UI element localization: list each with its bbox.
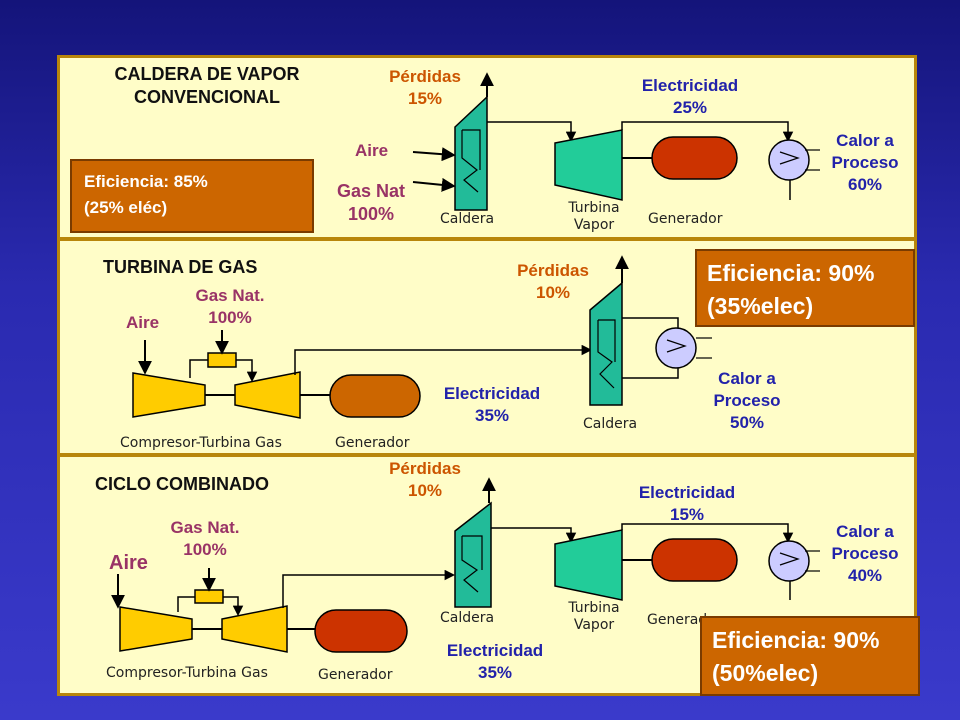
section3-boiler-label: Caldera — [440, 610, 495, 626]
turbine-label-line1: Turbina — [568, 200, 620, 216]
gas-label: Gas Nat. — [170, 518, 240, 537]
electricity-value: 35% — [477, 663, 513, 683]
section3-electricity-top: Electricidad 15% — [617, 482, 757, 526]
section1-generator-label: Generador — [648, 211, 723, 227]
losses-label: Pérdidas — [389, 459, 461, 478]
section2-electricity: Electricidad 35% — [422, 383, 562, 427]
heat-value: 50% — [729, 413, 765, 433]
turbine-label-line2: Vapor — [573, 216, 615, 233]
steam-turbine — [554, 529, 623, 601]
steam-line — [487, 121, 577, 143]
section3-compressor-label: Compresor-Turbina Gas — [106, 665, 268, 681]
section2-efficiency-line2: (35%elec) — [707, 293, 814, 320]
heat-label-line2: Proceso — [713, 391, 781, 411]
boiler-shape — [454, 501, 492, 608]
gas-value: 100% — [347, 204, 395, 225]
electricity-value: 25% — [672, 98, 708, 118]
electricity-label: Electricidad — [443, 384, 541, 403]
losses-value: 10% — [407, 481, 443, 501]
electricity-value: 15% — [669, 505, 705, 525]
section3-turbine-label: Turbina Vapor — [558, 600, 630, 634]
section1-turbine-label: Turbina Vapor — [558, 200, 630, 234]
section3-generator-right-label: Generad — [647, 612, 708, 628]
gas-turbine — [234, 371, 301, 419]
electricity-label: Electricidad — [638, 483, 736, 502]
gas-value: 100% — [208, 308, 252, 328]
gas-value: 100% — [183, 540, 227, 560]
section3-efficiency-box: Eficiencia: 90% (50%elec) — [700, 616, 920, 696]
heat-value: 40% — [847, 566, 883, 586]
electricity-label: Electricidad — [446, 641, 544, 660]
section2-boiler-label: Caldera — [583, 416, 638, 432]
section1-efficiency-line1: Eficiencia: 85% — [84, 172, 208, 191]
heat-label-line1: Calor a — [836, 522, 894, 541]
combustor — [207, 352, 237, 368]
boiler-shape — [454, 95, 488, 211]
electricity-label: Electricidad — [641, 76, 739, 95]
section3-gas: Gas Nat. 100% — [150, 517, 260, 561]
heat-exchanger — [768, 139, 810, 181]
section3-efficiency-line1: Eficiencia: 90% — [712, 627, 880, 653]
turbine-label-line1: Turbina — [568, 600, 620, 616]
generator — [329, 374, 421, 418]
gas-arrow — [412, 177, 456, 192]
heat-exchanger — [768, 540, 810, 582]
section3-title: CICLO COMBINADO — [95, 474, 269, 494]
section2-generator-label: Generador — [335, 435, 410, 451]
steam-turbine — [554, 129, 623, 201]
turbine-label-line2: Vapor — [573, 616, 615, 633]
section1-air-label: Aire — [355, 141, 389, 160]
section1-efficiency-box: Eficiencia: 85% (25% eléc) — [70, 159, 314, 233]
section1-efficiency-line2: (25% eléc) — [84, 198, 168, 218]
generator — [651, 538, 738, 582]
section3-electricity-bottom: Electricidad 35% — [425, 640, 565, 684]
section3-air-label: Aire — [109, 552, 148, 574]
heat-label-line2: Proceso — [831, 153, 899, 173]
section1-title-line2: CONVENCIONAL — [133, 87, 280, 108]
combustor — [194, 589, 224, 604]
section3-generator-left-label: Generador — [318, 667, 393, 683]
section1-electricity: Electricidad 25% — [620, 75, 760, 119]
boiler-shape — [589, 281, 623, 406]
compressor — [132, 372, 206, 418]
boiler-coil — [461, 130, 479, 193]
section2-efficiency-box: Eficiencia: 90% (35%elec) — [695, 249, 915, 327]
section2-title: TURBINA DE GAS — [103, 257, 258, 277]
section2-losses: Pérdidas 10% — [503, 260, 603, 304]
section2-compressor-label: Compresor-Turbina Gas — [120, 435, 282, 451]
losses-value: 10% — [535, 283, 571, 303]
heat-label-line2: Proceso — [831, 544, 899, 564]
heat-exchanger — [655, 327, 697, 369]
section1-gas: Gas Nat 100% — [326, 180, 416, 227]
section1-losses: Pérdidas 15% — [375, 66, 475, 110]
section2-gas: Gas Nat. 100% — [175, 285, 285, 329]
section1-title-line1: CALDERA DE VAPOR — [114, 64, 300, 84]
section3-efficiency-line2: (50%elec) — [712, 660, 819, 687]
section2-heat: Calor a Proceso 50% — [697, 368, 797, 434]
heat-value: 60% — [847, 175, 883, 195]
gas-label: Gas Nat. — [195, 286, 265, 305]
electricity-value: 35% — [474, 406, 510, 426]
section1-title: CALDERA DE VAPOR CONVENCIONAL — [82, 63, 332, 110]
generator — [651, 136, 738, 180]
section1-heat: Calor a Proceso 60% — [815, 130, 915, 196]
losses-label: Pérdidas — [389, 67, 461, 86]
heat-label-line1: Calor a — [836, 131, 894, 150]
losses-value: 15% — [407, 89, 443, 109]
heat-label-line1: Calor a — [718, 369, 776, 388]
section2-air-label: Aire — [126, 313, 160, 332]
gas-label: Gas Nat — [336, 181, 406, 201]
compressor — [119, 606, 193, 652]
steam-line — [491, 527, 577, 544]
losses-label: Pérdidas — [517, 261, 589, 280]
section2-efficiency-line1: Eficiencia: 90% — [707, 260, 875, 286]
section3-heat: Calor a Proceso 40% — [815, 521, 915, 587]
air-arrow — [412, 147, 456, 162]
gas-turbine — [221, 605, 288, 653]
section3-losses: Pérdidas 10% — [375, 458, 475, 502]
section1-boiler-label: Caldera — [440, 211, 495, 227]
generator — [314, 609, 408, 653]
